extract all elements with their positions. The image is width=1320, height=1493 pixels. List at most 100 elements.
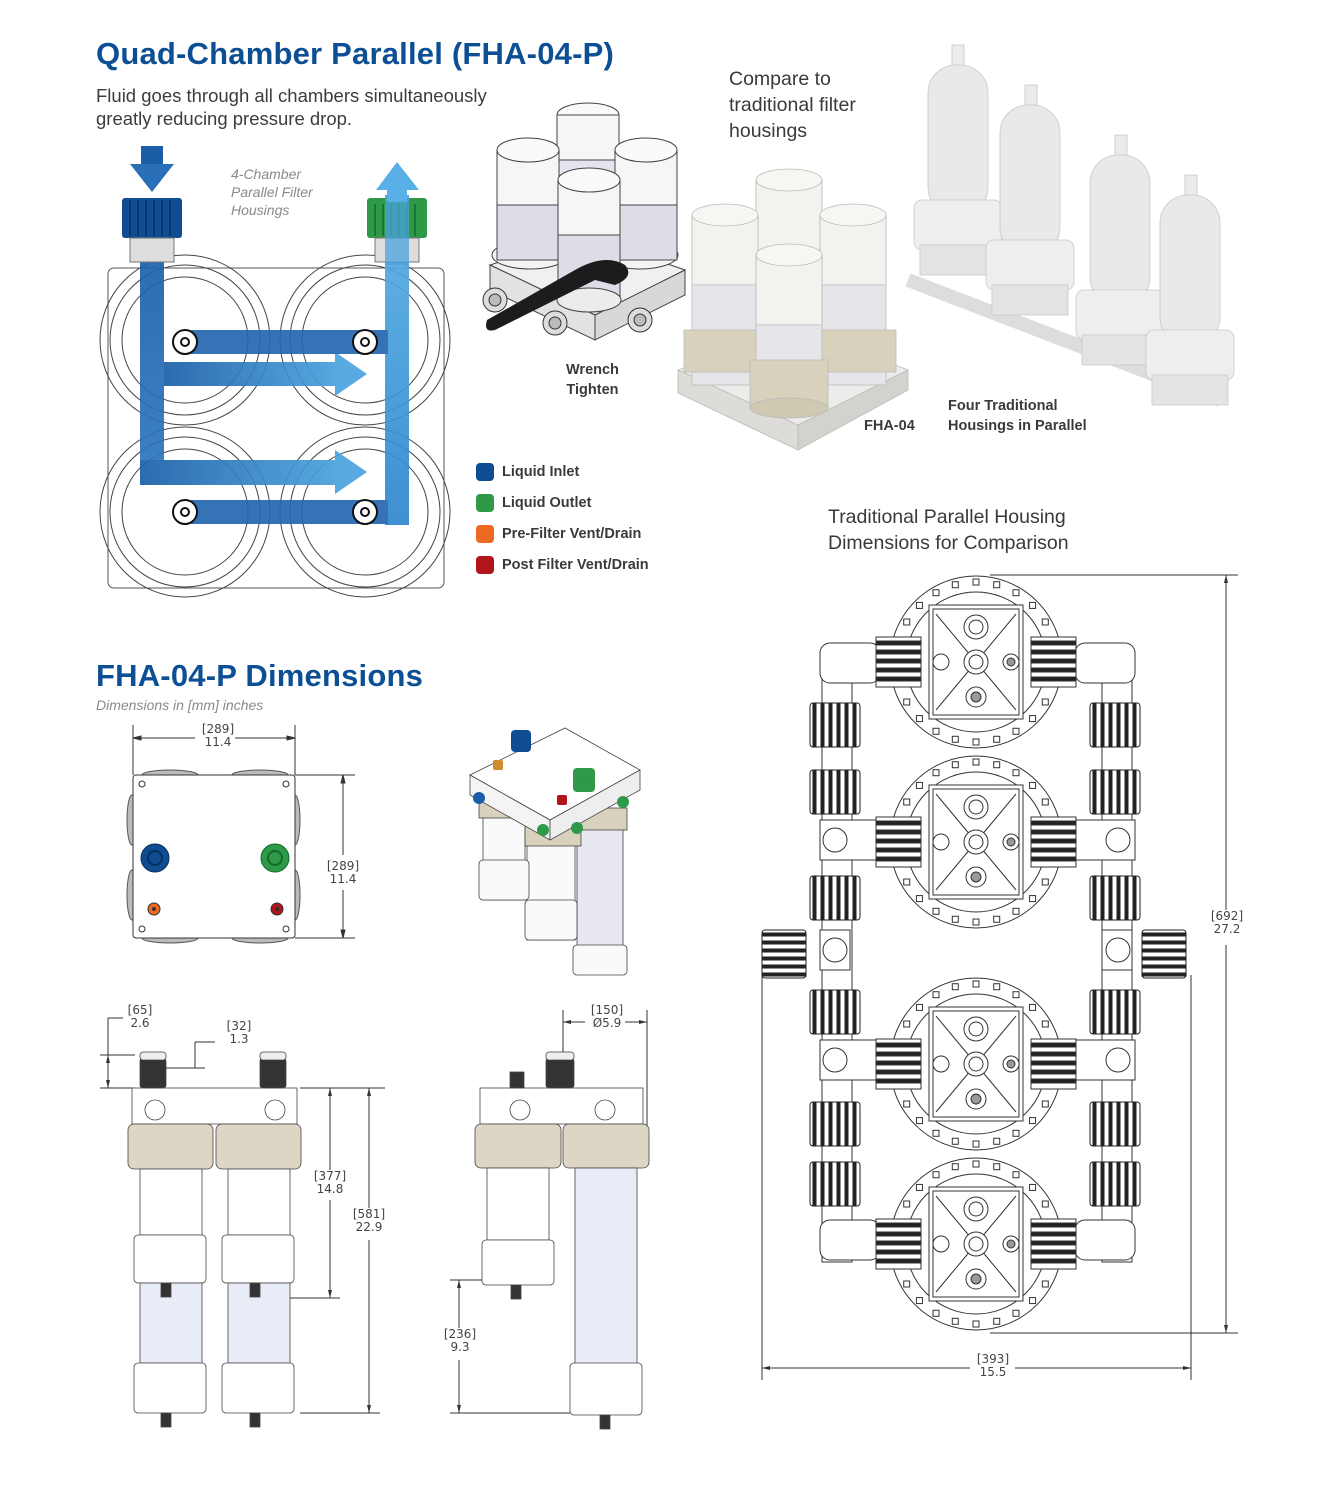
outlet-arrow-icon	[376, 162, 419, 202]
legend-label: Liquid Inlet	[502, 463, 580, 480]
legend-label: Post Filter Vent/Drain	[502, 556, 649, 573]
traditional-housings-render	[905, 44, 1235, 407]
traditional-title-line-2: Dimensions for Comparison	[828, 532, 1069, 554]
inlet-fitting-icon	[122, 198, 182, 263]
dim-in: 2.6	[130, 1016, 150, 1030]
dim-in: 14.8	[316, 1182, 344, 1196]
wrench-icon	[486, 260, 629, 331]
compare-heading: Compare to traditional filter housings	[729, 66, 856, 144]
legend-swatch-inlet	[476, 462, 494, 481]
section-subtitle: Fluid goes through all chambers simultan…	[96, 84, 487, 130]
housing-plate	[107, 267, 445, 589]
pipe-nut	[809, 989, 861, 1035]
housing-chamber	[875, 1157, 1077, 1331]
dim-in: 22.9	[355, 1220, 383, 1234]
dim-mm: [692]	[1210, 909, 1244, 923]
iso-post-vent-icon	[557, 795, 567, 805]
subtitle-line-1: Fluid goes through all chambers simultan…	[96, 85, 487, 106]
pipe-nut	[1089, 1161, 1141, 1207]
legend-swatch-post-filter	[476, 555, 494, 574]
traditional-housing-drawing	[761, 574, 1238, 1380]
housing-chamber	[875, 755, 1077, 929]
dim-mm: [289]	[326, 859, 360, 873]
dim-mm: [289]	[201, 722, 235, 736]
outlet-side-nut	[761, 929, 807, 979]
legend-swatch-pre-filter	[476, 524, 494, 543]
pre-filter-vent-icon	[147, 902, 161, 916]
traditional-dimensions-title: Traditional Parallel Housing Dimensions …	[828, 504, 1069, 556]
wrench-tighten-label: Wrench Tighten	[566, 360, 619, 400]
section-title-dimensions: FHA-04-P Dimensions	[96, 658, 424, 693]
traditional-title-line-1: Traditional Parallel Housing	[828, 506, 1066, 528]
traditional-label-line-1: Four Traditional	[948, 398, 1058, 414]
pipe-nut	[1089, 702, 1141, 748]
dim-mm: [150]	[590, 1003, 624, 1017]
dim-short-height: [377] 14.8	[308, 1170, 352, 1196]
dim-total-height: [581] 22.9	[347, 1208, 391, 1234]
iso-view-drawing	[469, 727, 641, 976]
housing-chamber	[875, 977, 1077, 1151]
wrench-label-line-2: Tighten	[566, 382, 619, 398]
outlet-port-icon	[260, 843, 290, 873]
compare-line-3: housings	[729, 120, 808, 142]
diagram-caption: 4-Chamber Parallel Filter Housings	[231, 165, 313, 219]
inlet-flow-path	[140, 235, 367, 494]
inlet-port-icon	[140, 843, 170, 873]
dim-top-width: [289] 11.4	[196, 723, 240, 749]
fha04-render	[676, 168, 909, 451]
iso-outlet-knob-icon	[573, 768, 595, 792]
pipe-nut	[809, 1161, 861, 1207]
inlet-arrow-icon	[130, 146, 174, 192]
legend: Liquid Inlet Liquid Outlet Pre-Filter Ve…	[476, 456, 649, 580]
subtitle-line-2: greatly reducing pressure drop.	[96, 108, 353, 129]
units-note: Dimensions in [mm] inches	[96, 697, 264, 713]
pipe-nut	[1089, 875, 1141, 921]
legend-swatch-outlet	[476, 493, 494, 512]
dim-traditional-width: [393] 15.5	[971, 1353, 1015, 1379]
dim-in: Ø5.9	[592, 1016, 622, 1030]
legend-item-liquid-inlet: Liquid Inlet	[476, 456, 649, 487]
iso-inlet-knob-icon	[511, 730, 531, 752]
legend-label: Liquid Outlet	[502, 494, 592, 511]
housing-chamber	[875, 575, 1077, 749]
pipe-nut	[1089, 769, 1141, 815]
dim-in: 1.3	[229, 1032, 249, 1046]
traditional-housing-parts	[761, 575, 1187, 1331]
legend-label: Pre-Filter Vent/Drain	[502, 525, 642, 542]
section-title-quad-chamber: Quad-Chamber Parallel (FHA-04-P)	[96, 36, 615, 71]
legend-item-pre-filter-vent: Pre-Filter Vent/Drain	[476, 518, 649, 549]
pipe-nut	[809, 1101, 861, 1147]
compare-line-1: Compare to	[729, 68, 831, 90]
dim-in: 27.2	[1213, 922, 1241, 936]
chamber-ports	[172, 329, 378, 525]
pipe-nut	[809, 769, 861, 815]
dim-in: 15.5	[979, 1365, 1007, 1379]
fha04-label: FHA-04	[864, 418, 915, 434]
pipe-nut	[1089, 989, 1141, 1035]
dim-traditional-height: [692] 27.2	[1205, 910, 1249, 936]
dim-mm: [393]	[976, 1352, 1010, 1366]
legend-item-liquid-outlet: Liquid Outlet	[476, 487, 649, 518]
top-view-drawing	[126, 725, 355, 944]
dim-in: 11.4	[329, 872, 357, 886]
dim-diameter: [150] Ø5.9	[585, 1004, 629, 1030]
post-filter-vent-icon	[270, 902, 284, 916]
side-elevation-drawing	[450, 1010, 650, 1430]
pipe-nut	[1089, 1101, 1141, 1147]
dim-fitting-height: [65] 2.6	[122, 1004, 158, 1030]
wrench-label-line-1: Wrench	[566, 362, 619, 378]
iso-pre-vent-icon	[493, 760, 503, 770]
front-elevation-drawing	[100, 1017, 385, 1428]
dim-mm: [377]	[313, 1169, 347, 1183]
flow-diagram	[99, 146, 451, 598]
dim-bowl-extension: [236] 9.3	[438, 1328, 482, 1354]
outlet-fitting-icon	[367, 195, 427, 265]
traditional-label-line-2: Housings in Parallel	[948, 418, 1087, 434]
pipe-nut	[809, 875, 861, 921]
caption-line-3: Housings	[231, 202, 290, 218]
dim-head-offset: [32] 1.3	[221, 1020, 257, 1046]
caption-line-2: Parallel Filter	[231, 184, 313, 200]
legend-item-post-filter-vent: Post Filter Vent/Drain	[476, 549, 649, 580]
fha04-wrench-render	[482, 102, 687, 341]
dim-mm: [581]	[352, 1207, 386, 1221]
